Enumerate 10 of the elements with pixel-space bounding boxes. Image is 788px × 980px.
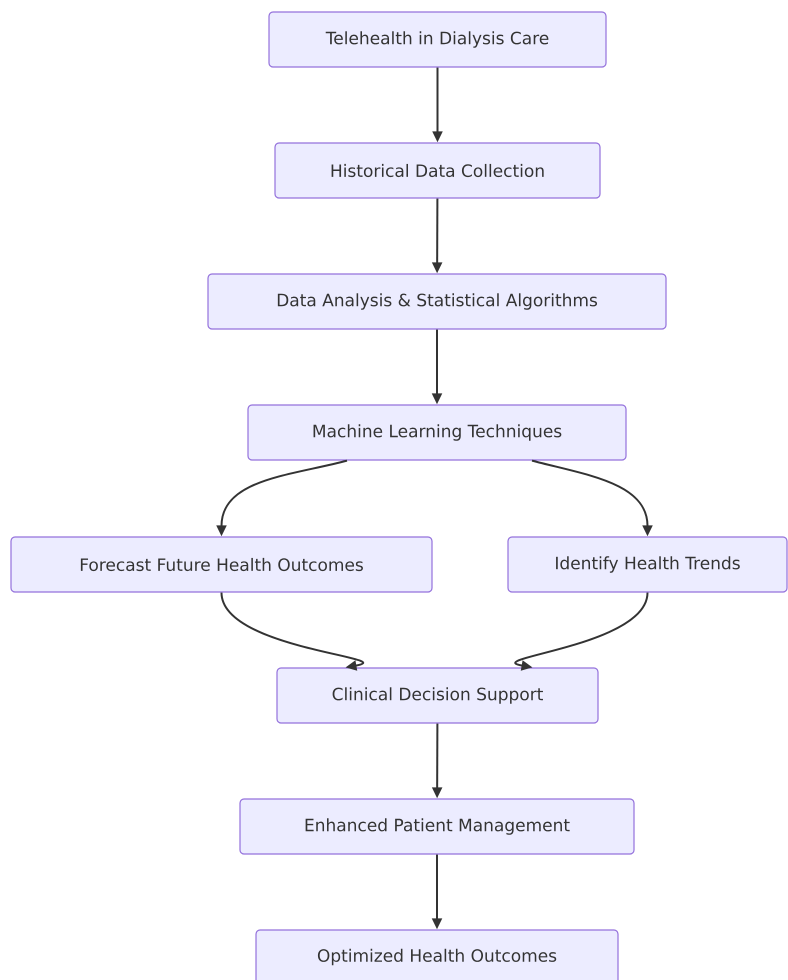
process-box: Identify Health Trends <box>507 536 788 593</box>
process-box: Historical Data Collection <box>274 142 601 199</box>
process-box: Data Analysis & Statistical Algorithms <box>207 273 667 330</box>
process-box: Machine Learning Techniques <box>247 404 627 461</box>
process-box: Enhanced Patient Management <box>239 798 635 855</box>
arrow <box>220 592 364 671</box>
process-box: Forecast Future Health Outcomes <box>10 536 433 593</box>
process-box: Clinical Decision Support <box>276 667 599 724</box>
process-box: Telehealth in Dialysis Care <box>268 11 607 68</box>
process-box: Optimized Health Outcomes <box>255 929 619 980</box>
